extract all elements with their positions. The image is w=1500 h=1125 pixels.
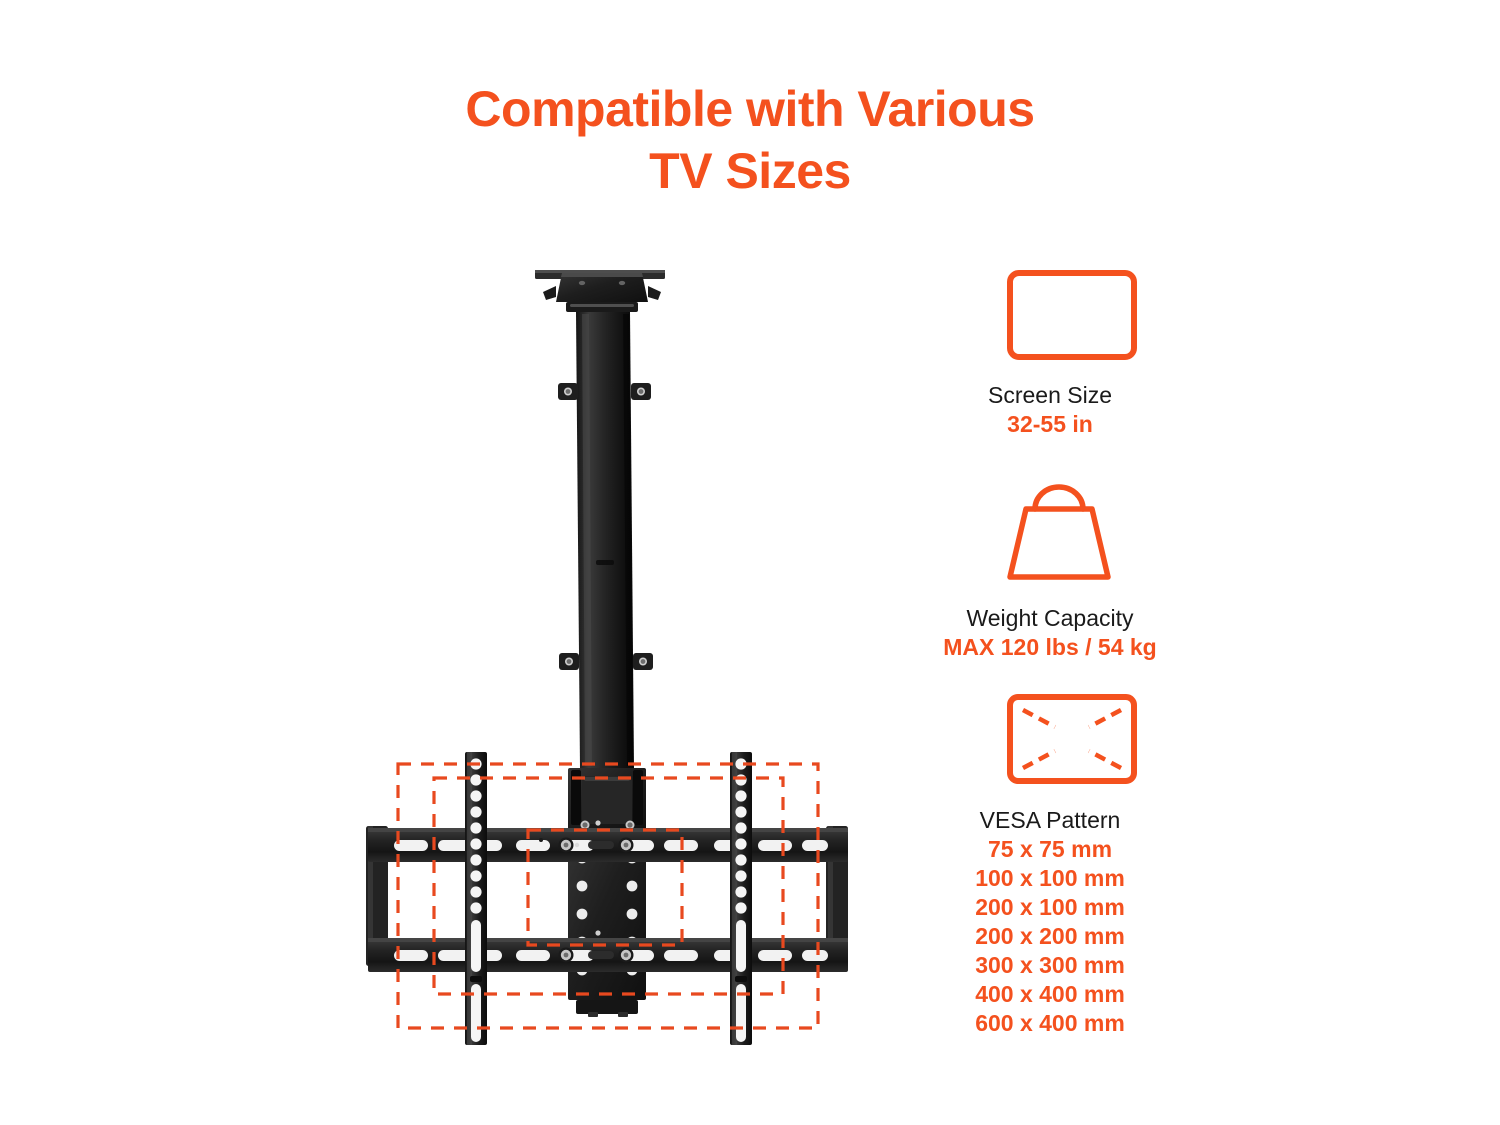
tv-screen-icon (880, 265, 1220, 370)
vesa-rect-inner (526, 828, 684, 947)
vesa-value: 100 x 100 mm (975, 865, 1125, 891)
tv-mount-arm-left (465, 752, 487, 1045)
vesa-value: 75 x 75 mm (987, 836, 1113, 862)
product-illustration (330, 240, 900, 1070)
ceiling-plate-assembly (535, 270, 665, 312)
page-title: Compatible with Various TV Sizes (0, 78, 1500, 202)
page-title-line-1: Compatible with Various (465, 81, 1035, 137)
vesa-value: 200 x 200 mm (975, 923, 1125, 949)
vesa-pattern-overlay (396, 762, 820, 1030)
page-title-line-2: TV Sizes (649, 143, 851, 199)
spec-vesa-pattern-label: VESA Pattern (979, 807, 1121, 833)
vesa-rect-middle (432, 776, 785, 996)
vesa-rect-outer (396, 762, 820, 1030)
extension-column (558, 312, 653, 768)
vesa-value: 200 x 100 mm (975, 894, 1125, 920)
swivel-head (568, 768, 646, 830)
vesa-value: 600 x 400 mm (975, 1010, 1125, 1036)
column-lower-ears (559, 653, 653, 670)
vesa-value: 300 x 300 mm (975, 952, 1125, 978)
tilt-adjust-bolts (558, 837, 634, 963)
spec-weight-capacity-label: Weight Capacity (966, 605, 1134, 631)
column-upper-ears (558, 383, 651, 400)
spec-screen-size: Screen Size 32-55 in (880, 265, 1220, 439)
spec-vesa-pattern: VESA Pattern 75 x 75 mm 100 x 100 mm 200… (880, 690, 1220, 1038)
spec-weight-capacity: Weight Capacity MAX 120 lbs / 54 kg (880, 483, 1220, 662)
vesa-value-list: 75 x 75 mm 100 x 100 mm 200 x 100 mm 200… (880, 835, 1220, 1038)
vesa-value: 400 x 400 mm (975, 981, 1125, 1007)
tv-mount-arm-right (730, 752, 752, 1045)
spec-screen-size-label: Screen Size (987, 382, 1112, 408)
spec-screen-size-value: 32-55 in (1007, 411, 1093, 437)
spec-weight-capacity-value: MAX 120 lbs / 54 kg (943, 634, 1157, 660)
vesa-pattern-icon (880, 690, 1220, 795)
weight-icon (880, 483, 1220, 593)
